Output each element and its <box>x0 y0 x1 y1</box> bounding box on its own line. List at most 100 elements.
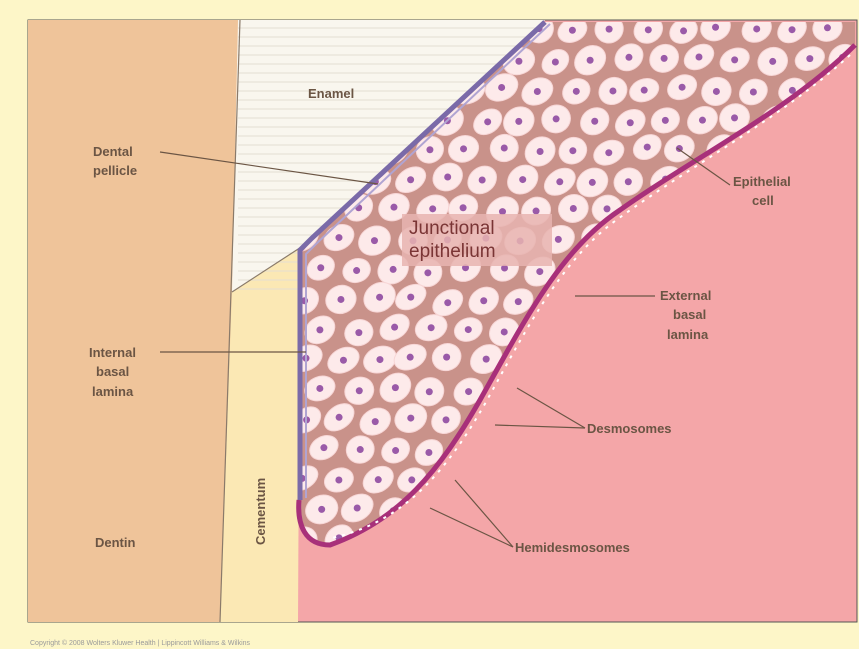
label-internal-basal-line3: lamina <box>92 384 134 399</box>
label-internal-basal-line2: basal <box>96 364 129 379</box>
label-external-basal-line3: lamina <box>667 327 709 342</box>
cell-nucleus <box>519 176 526 183</box>
cell-nucleus <box>484 118 491 125</box>
cell-nucleus <box>375 476 382 483</box>
cell-nucleus <box>644 144 651 151</box>
cell-nucleus <box>661 55 668 62</box>
cell-nucleus <box>501 328 508 335</box>
cell-nucleus <box>515 58 522 65</box>
label-dental-pellicle-line1: Dental <box>93 144 133 159</box>
cell-nucleus <box>356 387 363 394</box>
cell-nucleus <box>753 25 760 32</box>
cell-nucleus <box>336 414 343 421</box>
cell-nucleus <box>824 24 831 31</box>
copyright-notice: Copyright © 2008 Wolters Kluwer Health |… <box>30 639 251 647</box>
cell-nucleus <box>501 145 508 152</box>
cell-nucleus <box>553 115 560 122</box>
cell-nucleus <box>515 298 522 305</box>
cell-nucleus <box>587 57 594 64</box>
cell-nucleus <box>534 88 541 95</box>
cell-nucleus <box>425 449 432 456</box>
cell-nucleus <box>570 205 577 212</box>
label-enamel: Enamel <box>308 86 354 101</box>
cell-nucleus <box>483 356 490 363</box>
cell-nucleus <box>731 56 738 63</box>
cell-nucleus <box>371 237 378 244</box>
cell-nucleus <box>429 205 436 212</box>
cell-nucleus <box>390 204 397 211</box>
cell-nucleus <box>318 506 325 513</box>
label-hemidesmosomes: Hemidesmosomes <box>515 540 630 555</box>
cell-nucleus <box>407 294 414 301</box>
cell-nucleus <box>376 356 383 363</box>
cell-nucleus <box>407 176 414 183</box>
dentin-region <box>28 20 234 622</box>
cell-nucleus <box>337 296 344 303</box>
label-epithelial-cell-line2: cell <box>752 193 774 208</box>
cell-nucleus <box>407 415 414 422</box>
cell-nucleus <box>627 119 634 126</box>
cell-nucleus <box>806 55 813 62</box>
cell-nucleus <box>573 88 580 95</box>
cell-nucleus <box>695 54 702 61</box>
cell-nucleus <box>357 446 364 453</box>
cell-nucleus <box>515 118 522 125</box>
cell-nucleus <box>316 385 323 392</box>
cell-nucleus <box>444 174 451 181</box>
cell-nucleus <box>428 324 435 331</box>
cell-nucleus <box>731 114 738 121</box>
cell-nucleus <box>533 208 540 215</box>
cell-nucleus <box>408 476 415 483</box>
cell-nucleus <box>713 88 720 95</box>
cell-nucleus <box>372 418 379 425</box>
cell-nucleus <box>426 146 433 153</box>
cell-nucleus <box>498 84 505 91</box>
cell-nucleus <box>712 24 719 31</box>
cell-nucleus <box>591 118 598 125</box>
cell-nucleus <box>641 87 648 94</box>
cell-nucleus <box>407 354 414 361</box>
cell-nucleus <box>569 147 576 154</box>
cell-nucleus <box>604 205 611 212</box>
cell-nucleus <box>552 58 559 65</box>
cell-nucleus <box>536 268 543 275</box>
cell-nucleus <box>479 176 486 183</box>
cell-nucleus <box>335 476 342 483</box>
cell-nucleus <box>354 504 361 511</box>
cell-nucleus <box>555 236 562 243</box>
label-junctional-line2: epithelium <box>409 241 496 262</box>
cell-nucleus <box>317 264 324 271</box>
cell-nucleus <box>662 117 669 124</box>
cell-nucleus <box>680 27 687 34</box>
cell-nucleus <box>645 26 652 33</box>
cell-nucleus <box>392 384 399 391</box>
cell-nucleus <box>699 117 706 124</box>
cell-nucleus <box>353 267 360 274</box>
cell-nucleus <box>316 326 323 333</box>
cell-nucleus <box>480 297 487 304</box>
label-cementum: Cementum <box>253 478 268 545</box>
cell-nucleus <box>769 58 776 65</box>
cell-nucleus <box>340 357 347 364</box>
cell-nucleus <box>391 324 398 331</box>
cell-nucleus <box>465 388 472 395</box>
cell-nucleus <box>460 145 467 152</box>
cell-nucleus <box>465 326 472 333</box>
cell-nucleus <box>625 54 632 61</box>
cell-nucleus <box>589 179 596 186</box>
label-dental-pellicle-line2: pellicle <box>93 163 137 178</box>
label-external-basal-line1: External <box>660 288 711 303</box>
cell-nucleus <box>424 269 431 276</box>
label-epithelial-cell-line1: Epithelial <box>733 174 791 189</box>
cell-nucleus <box>750 88 757 95</box>
cell-nucleus <box>443 416 450 423</box>
cell-nucleus <box>376 294 383 301</box>
cell-nucleus <box>443 354 450 361</box>
cementum-region <box>220 245 300 622</box>
cell-nucleus <box>679 84 686 91</box>
cell-nucleus <box>355 329 362 336</box>
cell-nucleus <box>609 87 616 94</box>
cell-nucleus <box>392 447 399 454</box>
